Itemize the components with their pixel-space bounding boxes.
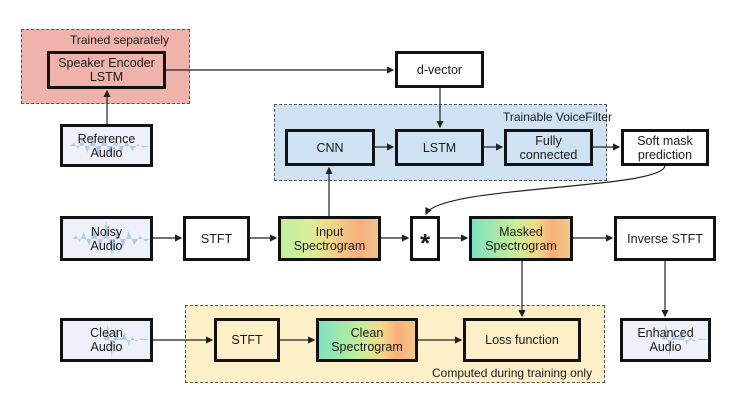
clean-spectrogram-node: Clean Spectrogram bbox=[316, 318, 418, 362]
d-vector-node: d-vector bbox=[395, 51, 484, 88]
stft-clean-label: STFT bbox=[231, 333, 263, 347]
waveform-icon bbox=[63, 220, 150, 257]
waveform-icon bbox=[63, 324, 150, 358]
soft-mask-prediction-label: Soft mask prediction bbox=[637, 133, 693, 162]
fully-connected-label: Fully connected bbox=[519, 133, 578, 162]
loss-function-node: Loss function bbox=[463, 318, 581, 362]
group-label-trainable-voicefilter: Trainable VoiceFilter bbox=[503, 110, 612, 124]
noisy-audio-node: Noisy Audio bbox=[60, 216, 153, 261]
d-vector-label: d-vector bbox=[416, 62, 463, 77]
group-label-computed-during-training: Computed during training only bbox=[432, 366, 593, 380]
clean-spectrogram-label: Clean Spectrogram bbox=[331, 326, 403, 354]
stft-node: STFT bbox=[183, 216, 250, 261]
reference-audio-node: Reference Audio bbox=[60, 124, 153, 167]
input-spectrogram-label: Input Spectrogram bbox=[293, 224, 366, 253]
loss-function-label: Loss function bbox=[485, 333, 559, 347]
lstm-label: LSTM bbox=[422, 140, 457, 155]
waveform-icon bbox=[623, 324, 708, 358]
speaker-encoder-label: Speaker Encoder LSTM bbox=[58, 56, 155, 84]
lstm-node: LSTM bbox=[395, 129, 484, 166]
enhanced-audio-label: Enhanced Audio bbox=[637, 326, 694, 354]
inverse-stft-node: Inverse STFT bbox=[614, 216, 716, 261]
multiply-node: * bbox=[410, 216, 440, 261]
fully-connected-node: Fully connected bbox=[504, 129, 593, 166]
stft-clean-node: STFT bbox=[214, 318, 280, 362]
input-spectrogram-node: Input Spectrogram bbox=[278, 216, 381, 261]
stft-label: STFT bbox=[200, 231, 233, 246]
cnn-label: CNN bbox=[316, 140, 344, 155]
waveform-icon bbox=[63, 133, 150, 158]
enhanced-audio-node: Enhanced Audio bbox=[620, 318, 711, 362]
clean-audio-node: Clean Audio bbox=[60, 318, 153, 362]
speaker-encoder-lstm-node: Speaker Encoder LSTM bbox=[47, 51, 166, 89]
inverse-stft-label: Inverse STFT bbox=[627, 231, 703, 246]
noisy-audio-label: Noisy Audio bbox=[90, 224, 123, 253]
masked-spectrogram-label: Masked Spectrogram bbox=[485, 224, 557, 253]
multiply-symbol: * bbox=[419, 227, 431, 258]
masked-spectrogram-node: Masked Spectrogram bbox=[469, 216, 573, 261]
cnn-node: CNN bbox=[285, 129, 375, 166]
soft-mask-prediction-node: Soft mask prediction bbox=[621, 129, 709, 166]
clean-audio-label: Clean Audio bbox=[90, 326, 123, 354]
reference-audio-label: Reference Audio bbox=[77, 131, 136, 160]
group-label-trained-separately: Trained separately bbox=[70, 33, 169, 47]
